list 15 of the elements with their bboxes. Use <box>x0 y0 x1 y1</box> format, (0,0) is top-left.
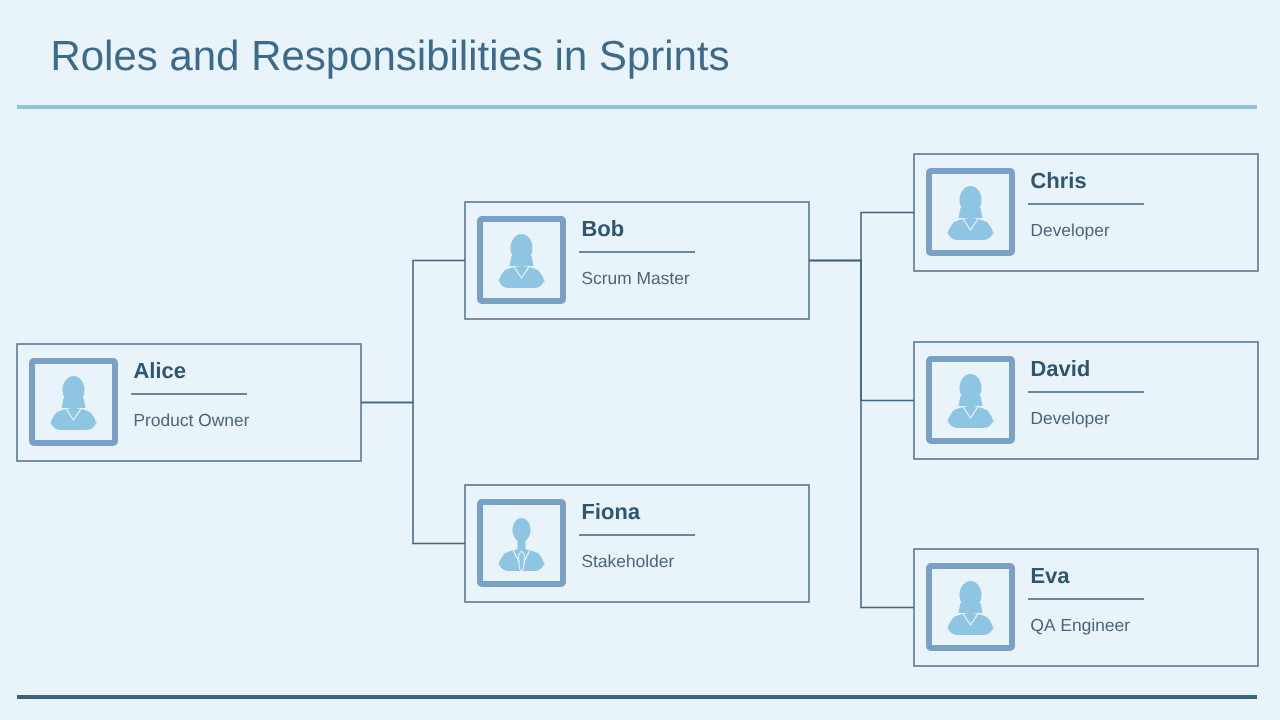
connector-line <box>808 259 915 609</box>
title: Roles and Responsibilities in Sprints <box>53 39 729 79</box>
person-name: Chris <box>1031 172 1086 189</box>
connector-line <box>360 401 466 545</box>
person-name: David <box>1031 360 1089 377</box>
role-text: Developer <box>1031 223 1110 240</box>
person-name: Fiona <box>582 503 641 520</box>
role-text: Developer <box>1031 411 1110 428</box>
role-text: QA Engineer <box>1031 618 1130 635</box>
role-text: Stakeholder <box>582 554 674 568</box>
person-name: Alice <box>133 362 186 379</box>
person-name: Bob <box>582 220 624 237</box>
person-name: Eva <box>1031 567 1070 584</box>
role-text: Product Owner <box>134 413 250 427</box>
role-text: Scrum Master <box>582 271 690 285</box>
